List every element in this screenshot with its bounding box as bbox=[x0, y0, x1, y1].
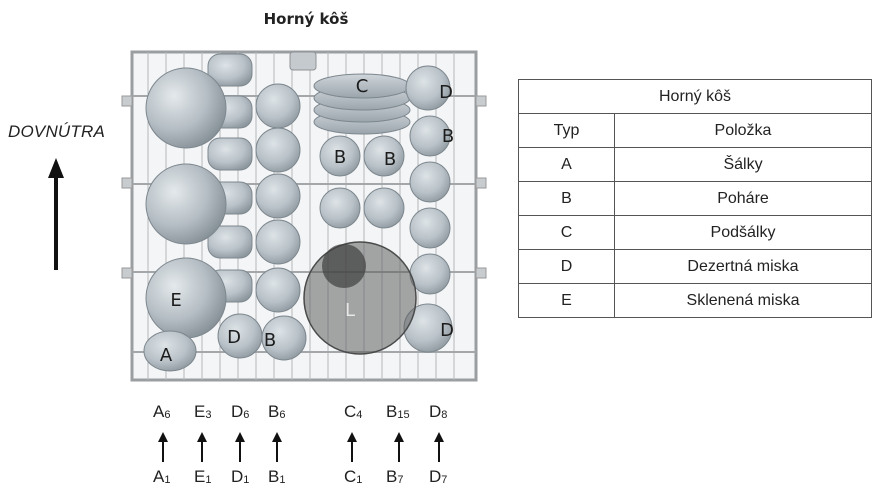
direction-label: DOVNÚTRA bbox=[8, 122, 105, 141]
column-top-label: D8 bbox=[429, 402, 448, 421]
row-item: Šálky bbox=[614, 147, 872, 182]
table-row: C Podšálky bbox=[518, 215, 872, 250]
header-typ: Typ bbox=[518, 113, 615, 148]
row-typ: D bbox=[518, 249, 615, 284]
rack-label-b-center-2: B bbox=[384, 149, 396, 170]
glasses-column bbox=[217, 83, 307, 361]
rack-label-b-center-1: B bbox=[334, 147, 346, 168]
legend-table: Horný kôš Typ Položka A Šálky B Poháre C… bbox=[518, 79, 872, 318]
rack-label-d-bottom: D bbox=[227, 327, 241, 348]
column-arrow-icon bbox=[434, 432, 444, 462]
row-item: Sklenená miska bbox=[614, 283, 872, 318]
column-bottom-label: E1 bbox=[194, 467, 212, 486]
rack-label-l: L bbox=[345, 300, 355, 321]
column-arrow-icon bbox=[158, 432, 168, 462]
table-row: B Poháre bbox=[518, 181, 872, 216]
saucers-stack bbox=[313, 73, 411, 135]
row-typ: E bbox=[518, 283, 615, 318]
upper-rack-illustration: C D B B B E L D D B A bbox=[121, 50, 487, 382]
column-bottom-label: A1 bbox=[153, 467, 171, 486]
column-top-label: E3 bbox=[194, 402, 212, 421]
table-title-row: Horný kôš bbox=[518, 79, 872, 114]
column-top-label: B6 bbox=[268, 402, 286, 421]
column-bottom-label: D1 bbox=[231, 467, 250, 486]
row-item: Podšálky bbox=[614, 215, 872, 250]
right-column bbox=[403, 65, 453, 353]
table-row: A Šálky bbox=[518, 147, 872, 182]
column-top-label: A6 bbox=[153, 402, 171, 421]
rack-label-e: E bbox=[170, 290, 181, 311]
table-row: E Sklenená miska bbox=[518, 283, 872, 318]
table-row: D Dezertná miska bbox=[518, 249, 872, 284]
rack-label-b-bottom: B bbox=[264, 330, 276, 351]
direction-arrow-icon bbox=[48, 158, 64, 270]
center-glasses bbox=[319, 135, 405, 229]
rack-label-d-right: D bbox=[440, 320, 454, 341]
table-header-row: Typ Položka bbox=[518, 113, 872, 148]
rack-label-a: A bbox=[160, 345, 173, 366]
row-item: Dezertná miska bbox=[614, 249, 872, 284]
rack-label-c: C bbox=[356, 76, 369, 97]
column-arrow-icon bbox=[394, 432, 404, 462]
header-item: Položka bbox=[614, 113, 872, 148]
table-title: Horný kôš bbox=[518, 79, 872, 114]
column-arrow-icon bbox=[197, 432, 207, 462]
column-bottom-label: B7 bbox=[386, 467, 404, 486]
row-item: Poháre bbox=[614, 181, 872, 216]
column-top-label: C4 bbox=[344, 402, 363, 421]
glass-bowl bbox=[303, 241, 417, 355]
column-arrow-icon bbox=[347, 432, 357, 462]
column-bottom-label: D7 bbox=[429, 467, 448, 486]
rack-label-d-top: D bbox=[439, 82, 453, 103]
column-top-label: B15 bbox=[386, 402, 410, 421]
row-typ: B bbox=[518, 181, 615, 216]
column-arrow-icon bbox=[235, 432, 245, 462]
row-typ: C bbox=[518, 215, 615, 250]
column-top-label: D6 bbox=[231, 402, 250, 421]
diagram-title: Horný kôš bbox=[263, 10, 349, 28]
rack-label-b-right: B bbox=[442, 126, 454, 147]
column-bottom-label: C1 bbox=[344, 467, 363, 486]
row-typ: A bbox=[518, 147, 615, 182]
column-arrow-icon bbox=[272, 432, 282, 462]
cups-left-column bbox=[143, 53, 253, 372]
column-bottom-label: B1 bbox=[268, 467, 286, 486]
